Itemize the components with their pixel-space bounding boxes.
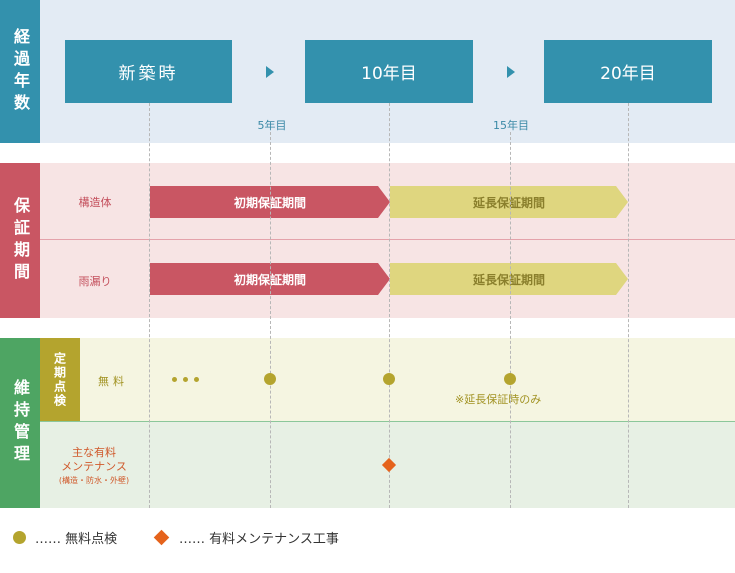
ellipsis-dot [194, 377, 199, 382]
inspection-cost: 無料 [98, 375, 128, 388]
maintenance-section-label: 維持管理 [0, 338, 40, 508]
stage-new-build: 新築時 [65, 40, 232, 103]
guide-line-year-10 [389, 103, 390, 508]
ellipsis-dot [183, 377, 188, 382]
warranty-divider [40, 239, 735, 240]
free-inspection-dot [264, 373, 276, 385]
timeline-arrow-icon [266, 66, 274, 78]
free-inspection-dot [383, 373, 395, 385]
extended-warranty-arrow: 延長保証期間 [390, 186, 628, 218]
paid-row-bg [0, 422, 735, 508]
legend-free-inspection-label: …… 無料点検 [35, 532, 118, 547]
legend-paid-maintenance-icon [153, 529, 170, 546]
guide-line-new-build [149, 103, 150, 508]
warranty-row-label-leak: 雨漏り [78, 275, 112, 288]
paid-label-line3: (構造・防水・外壁) [58, 476, 130, 485]
free-inspection-dot [504, 373, 516, 385]
paid-maintenance-label: 主な有料 メンテナンス (構造・防水・外壁) [48, 446, 140, 488]
inspection-note: ※延長保証時のみ [455, 393, 542, 406]
marker-year-5: 5年目 [257, 119, 287, 132]
legend-paid-maintenance-label: …… 有料メンテナンス工事 [179, 532, 339, 547]
paid-label-line2: メンテナンス [61, 460, 127, 473]
inspection-row-bg [0, 338, 735, 422]
extended-warranty-arrow: 延長保証期間 [390, 263, 628, 295]
legend-free-inspection-icon [13, 531, 26, 544]
warranty-row-label-structure: 構造体 [78, 196, 112, 209]
stage-year-20: 20年目 [544, 40, 712, 103]
ellipsis-dot [172, 377, 177, 382]
stage-year-10: 10年目 [305, 40, 473, 103]
maintenance-divider [40, 421, 735, 422]
guide-line-year-20 [628, 103, 629, 508]
paid-label-line1: 主な有料 [72, 446, 116, 459]
marker-year-15: 15年目 [493, 119, 529, 132]
inspection-label: 定期点検 [40, 338, 80, 421]
timeline-section-label: 経過年数 [0, 0, 40, 143]
timeline-arrow-icon [507, 66, 515, 78]
warranty-section-label: 保証期間 [0, 163, 40, 318]
guide-line-year-15 [510, 132, 511, 508]
guide-line-year-5 [270, 132, 271, 508]
